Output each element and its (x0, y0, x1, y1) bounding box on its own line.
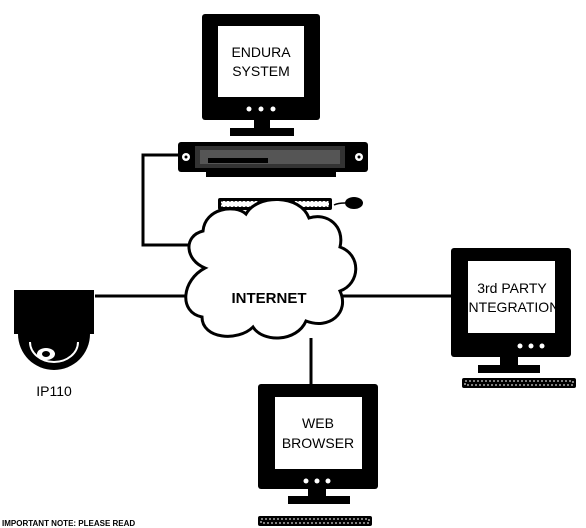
internet-cloud: INTERNET (184, 198, 358, 340)
web-workstation: WEB BROWSER (258, 384, 378, 526)
endura-monitor (202, 14, 320, 136)
web-monitor (258, 384, 378, 504)
third-party-keyboard (462, 378, 576, 388)
connection-lines (95, 153, 452, 385)
third-party-monitor (451, 248, 571, 373)
internet-label: INTERNET (232, 290, 307, 307)
third-party-label-line2: INTEGRATION (465, 299, 560, 315)
third-party-workstation: 3rd PARTY INTEGRATION (451, 248, 576, 388)
web-label-line2: BROWSER (282, 435, 354, 451)
important-note: IMPORTANT NOTE: PLEASE READ (2, 519, 135, 528)
server-unit (178, 142, 368, 177)
camera-label: IP110 (36, 383, 72, 399)
web-label-line1: WEB (302, 415, 334, 431)
third-party-label-line1: 3rd PARTY (477, 280, 547, 296)
endura-label-line1: ENDURA (231, 44, 291, 60)
endura-workstation: ENDURA SYSTEM (178, 14, 368, 210)
mouse-icon (345, 197, 363, 209)
dome-camera-icon (14, 290, 94, 370)
web-keyboard (258, 516, 372, 526)
endura-label-line2: SYSTEM (232, 63, 290, 79)
link-endura-internet (141, 153, 208, 247)
